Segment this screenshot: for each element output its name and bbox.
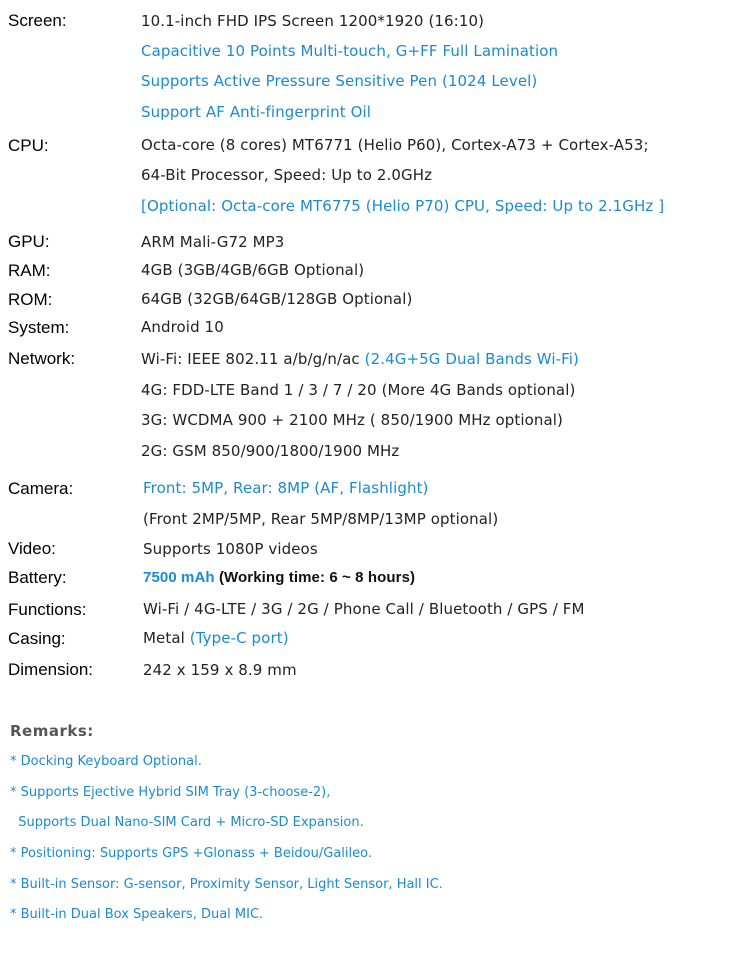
screen-value-2: Capacitive 10 Points Multi-touch, G+FF F… <box>141 42 559 60</box>
screen-label: Screen: <box>8 11 67 30</box>
network-wifi-text: Wi-Fi: IEEE 802.11 a/b/g/n/ac <box>141 350 365 368</box>
battery-value: 7500 mAh (Working time: 6 ~ 8 hours) <box>143 568 415 586</box>
remark-item: * Supports Ejective Hybrid SIM Tray (3-c… <box>10 785 331 800</box>
camera-value-1: Front: 5MP, Rear: 8MP (AF, Flashlight) <box>143 479 429 497</box>
network-2g: 2G: GSM 850/900/1800/1900 MHz <box>141 442 400 460</box>
gpu-value: ARM Mali-G72 MP3 <box>141 233 285 251</box>
cpu-value-optional: [Optional: Octa-core MT6775 (Helio P70) … <box>141 197 665 215</box>
remark-item: * Docking Keyboard Optional. <box>10 754 202 769</box>
functions-value: Wi-Fi / 4G-LTE / 3G / 2G / Phone Call / … <box>143 600 585 618</box>
rom-label: ROM: <box>8 290 53 309</box>
cpu-value-2: 64-Bit Processor, Speed: Up to 2.0GHz <box>141 166 433 184</box>
dimension-value: 242 x 159 x 8.9 mm <box>143 661 297 679</box>
video-value: Supports 1080P videos <box>143 540 318 558</box>
network-3g: 3G: WCDMA 900 + 2100 MHz ( 850/1900 MHz … <box>141 411 564 429</box>
battery-capacity: 7500 mAh <box>143 569 219 586</box>
camera-value-2: (Front 2MP/5MP, Rear 5MP/8MP/13MP option… <box>143 510 499 528</box>
casing-label: Casing: <box>8 629 66 648</box>
video-label: Video: <box>8 539 56 558</box>
casing-value: Metal (Type-C port) <box>143 629 289 647</box>
ram-value: 4GB (3GB/4GB/6GB Optional) <box>141 261 365 279</box>
cpu-value-1: Octa-core (8 cores) MT6771 (Helio P60), … <box>141 136 649 154</box>
screen-value-1: 10.1-inch FHD IPS Screen 1200*1920 (16:1… <box>141 12 485 30</box>
screen-value-4: Support AF Anti-fingerprint Oil <box>141 103 372 121</box>
gpu-label: GPU: <box>8 232 50 251</box>
casing-material: Metal <box>143 629 190 647</box>
rom-value: 64GB (32GB/64GB/128GB Optional) <box>141 290 413 308</box>
battery-working-time: (Working time: 6 ~ 8 hours) <box>218 569 416 586</box>
cpu-label: CPU: <box>8 136 49 155</box>
network-label: Network: <box>8 349 76 368</box>
network-4g: 4G: FDD-LTE Band 1 / 3 / 7 / 20 (More 4G… <box>141 381 576 399</box>
remark-item: * Built-in Dual Box Speakers, Dual MIC. <box>10 907 264 922</box>
dimension-label: Dimension: <box>8 660 94 679</box>
network-wifi: Wi-Fi: IEEE 802.11 a/b/g/n/ac (2.4G+5G D… <box>141 350 579 368</box>
casing-port: (Type-C port) <box>189 629 289 647</box>
network-wifi-bands: (2.4G+5G Dual Bands Wi-Fi) <box>364 350 580 368</box>
system-value: Android 10 <box>141 318 224 336</box>
functions-label: Functions: <box>8 600 87 619</box>
remarks-title: Remarks: <box>10 722 94 740</box>
remark-item: * Positioning: Supports GPS +Glonass + B… <box>10 846 372 861</box>
battery-label: Battery: <box>8 568 67 587</box>
remark-item: Supports Dual Nano-SIM Card + Micro-SD E… <box>10 815 364 830</box>
remark-item: * Built-in Sensor: G-sensor, Proximity S… <box>10 877 443 892</box>
camera-label: Camera: <box>8 479 74 498</box>
screen-value-3: Supports Active Pressure Sensitive Pen (… <box>141 72 538 90</box>
system-label: System: <box>8 318 70 337</box>
ram-label: RAM: <box>8 261 51 280</box>
